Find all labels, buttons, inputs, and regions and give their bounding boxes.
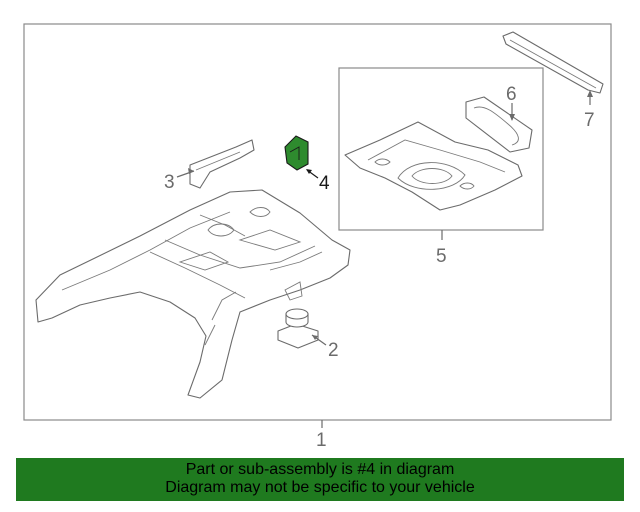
arrowhead-3 [188,168,194,174]
parts-diagram: 1 2 3 4 5 6 7 [23,23,612,451]
arrowhead-7 [587,90,593,97]
spare-tire-well-part [344,121,523,211]
arrowhead-2 [312,335,318,340]
rear-floor-pan-part [35,189,351,399]
callout-6: 6 [506,84,517,105]
info-banner: Part or sub-assembly is #4 in diagram Di… [16,458,624,501]
arrowhead-6 [509,114,515,121]
banner-line-disclaimer: Diagram may not be specific to your vehi… [165,479,475,496]
callout-5: 5 [436,246,447,267]
callout-7: 7 [584,110,595,131]
callout-1: 1 [316,430,327,451]
small-panel-part [465,96,533,153]
callout-3: 3 [164,172,175,193]
highlighted-part-4 [284,135,309,171]
banner-line-part-info: Part or sub-assembly is #4 in diagram [185,461,455,478]
arrowhead-4 [306,169,312,174]
subassembly-frame [338,67,544,231]
mount-bushing-part [277,308,319,349]
callout-2: 2 [328,340,339,361]
long-rail-part [502,31,604,94]
diagram-frame [23,23,612,421]
rail-bracket-part [189,139,255,189]
callout-4: 4 [319,173,330,194]
